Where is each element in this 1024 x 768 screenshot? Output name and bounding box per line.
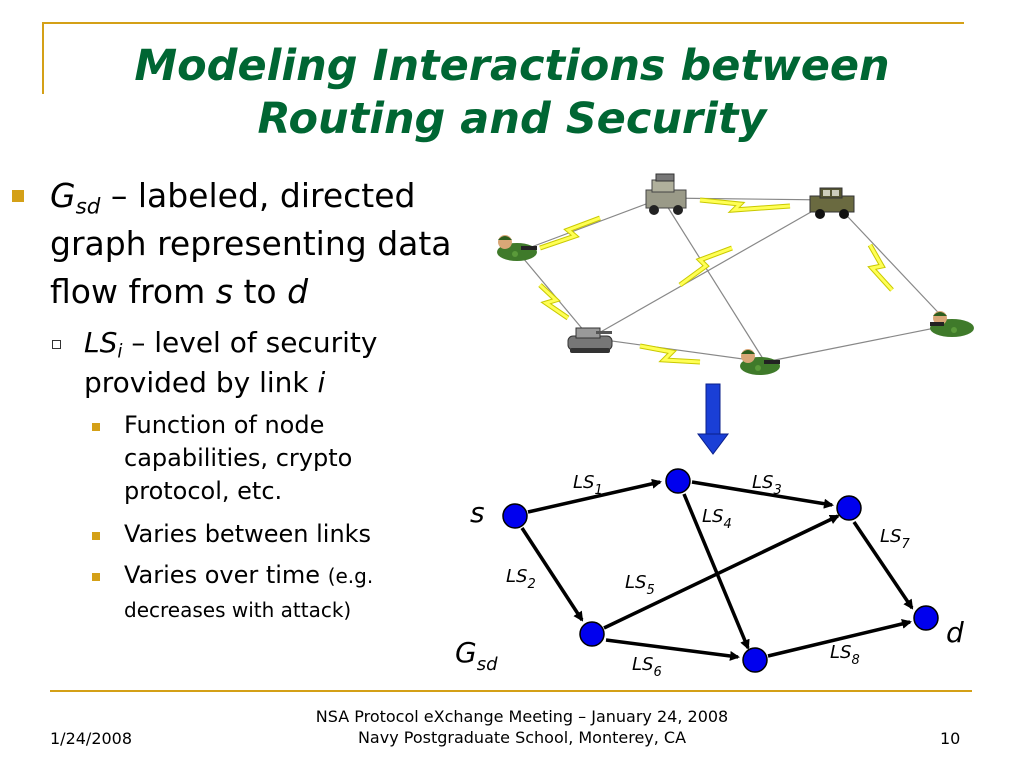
edge-ls8 xyxy=(767,619,912,658)
link-label-ls4: LS4 xyxy=(702,506,732,532)
slide-title: Modeling Interactions between Routing an… xyxy=(60,40,964,146)
title-frame-vertical xyxy=(42,22,44,94)
edge-ls1 xyxy=(527,478,662,514)
footer-line-2: Navy Postgraduate School, Monterey, CA xyxy=(357,728,687,747)
node-bottom xyxy=(742,647,768,673)
title-line-2: Routing and Security xyxy=(257,94,767,144)
link-label-ls8: LS8 xyxy=(830,642,860,668)
footer-meeting: NSA Protocol eXchange Meeting – January … xyxy=(262,706,782,748)
footer-date: 1/24/2008 xyxy=(50,729,133,748)
node-left-bottom xyxy=(579,621,605,647)
label-s: s xyxy=(470,496,485,529)
footer-line-1: NSA Protocol eXchange Meeting – January … xyxy=(315,707,729,726)
footer-divider xyxy=(50,690,972,692)
down-arrow-icon xyxy=(697,383,729,455)
link-label-ls2: LS2 xyxy=(506,566,536,592)
edge-ls7 xyxy=(852,521,914,610)
hollow-square-bullet-icon xyxy=(52,340,61,349)
sub-bullet-icon xyxy=(92,423,100,431)
network-links xyxy=(517,197,951,363)
link-label-ls7: LS7 xyxy=(880,526,910,552)
page-number: 10 xyxy=(940,729,961,748)
label-gsd: Gsd xyxy=(455,636,498,675)
gsd-var: Gsd xyxy=(50,176,101,220)
graph-edges xyxy=(520,478,914,661)
node-right xyxy=(836,495,862,521)
bullet-gsd: Gsd – labeled, directed graph representi… xyxy=(50,176,452,311)
bullet-square-icon xyxy=(12,190,24,202)
title-line-1: Modeling Interactions between xyxy=(134,41,890,91)
lsi-var: LSi xyxy=(84,326,123,363)
node-top xyxy=(665,468,691,494)
label-d: d xyxy=(946,616,964,649)
link-label-ls1: LS1 xyxy=(573,472,603,498)
sub-bullet-2: Varies between links xyxy=(124,520,372,548)
node-d xyxy=(913,605,939,631)
sub-bullet-1: Function of node capabilities, crypto pr… xyxy=(124,411,353,505)
link-label-ls6: LS6 xyxy=(632,654,662,680)
edge-ls2 xyxy=(520,527,584,622)
node-s xyxy=(502,503,528,529)
edge-ls4 xyxy=(682,493,750,650)
tank-icon xyxy=(567,327,613,353)
sub-bullet-icon xyxy=(92,532,100,540)
link-label-ls5: LS5 xyxy=(625,572,655,598)
sub-bullet-icon xyxy=(92,573,100,581)
soldier-icon xyxy=(497,235,537,261)
humvee-icon xyxy=(809,187,855,219)
edge-ls6 xyxy=(605,638,740,661)
lightning-icon xyxy=(538,197,894,365)
soldier-icon xyxy=(740,349,780,375)
edge-ls3 xyxy=(691,480,834,509)
edge-ls5 xyxy=(603,514,840,630)
title-frame-horizontal xyxy=(42,22,964,24)
soldier-icon xyxy=(930,311,974,337)
bullet-lsi: LSi – level of security provided by link… xyxy=(84,326,378,399)
sub-bullet-3: Varies over time (e.g. decreases with at… xyxy=(124,561,374,622)
link-labels: LS1 LS2 LS3 LS4 LS5 LS6 LS7 LS8 xyxy=(506,472,910,680)
graph-nodes xyxy=(502,468,939,673)
radar-vehicle-icon xyxy=(645,173,687,215)
link-label-ls3: LS3 xyxy=(752,472,782,498)
